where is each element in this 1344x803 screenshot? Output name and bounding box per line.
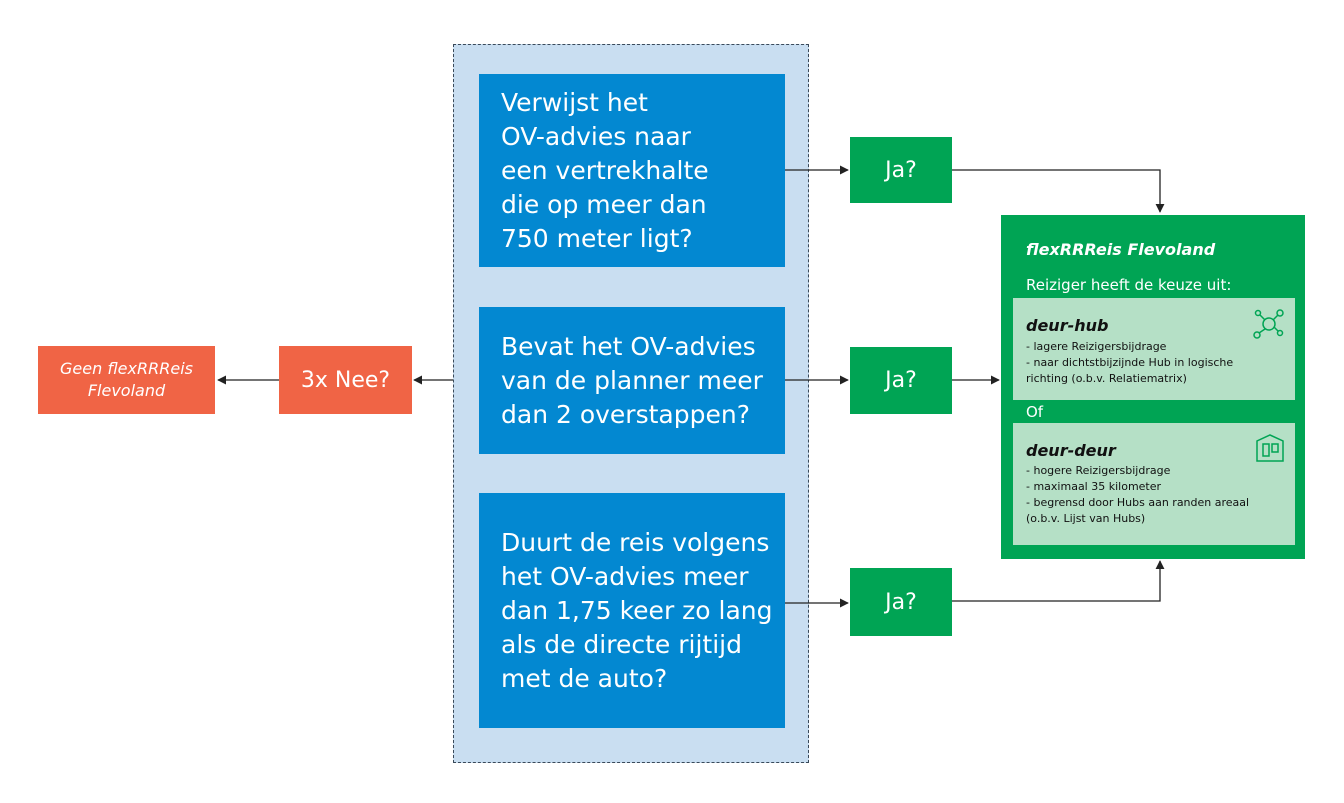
option-items: - hogere Reizigersbijdrage - maximaal 35…: [1026, 464, 1250, 525]
option-title: deur-hub: [1026, 316, 1109, 335]
no-box: 3x Nee?: [279, 346, 412, 414]
yes-box-2: Ja?: [850, 347, 952, 414]
question-box-2: Bevat het OV-advies van de planner meer …: [479, 307, 785, 454]
option-deur-hub: deur-hub - lagere Reizigersbijdrage - na…: [1013, 298, 1295, 400]
question-box-1: Verwijst het OV-advies naar een vertrekh…: [479, 74, 785, 267]
result-box: flexRRReis Flevoland Reiziger heeft de k…: [1001, 215, 1305, 559]
option-title: deur-deur: [1026, 441, 1116, 460]
arrow-yes3-result: [952, 560, 1165, 602]
option-deur-deur: deur-deur - hogere Reizigersbijdrage - m…: [1013, 423, 1295, 545]
network-icon: [1253, 309, 1284, 339]
yes-box-1: Ja?: [850, 137, 952, 203]
no-result-box: Geen flexRRReis Flevoland: [38, 346, 215, 414]
result-subtitle: Reiziger heeft de keuze uit:: [1026, 276, 1232, 294]
option-separator: Of: [1026, 403, 1044, 421]
arrow-yes1-result: [952, 169, 1165, 213]
yes-box-3: Ja?: [850, 568, 952, 636]
result-title: flexRRReis Flevoland: [1026, 240, 1216, 259]
question-box-3: Duurt de reis volgens het OV-advies meer…: [479, 493, 785, 728]
building-door-icon: [1256, 434, 1284, 462]
option-items: - lagere Reizigersbijdrage - naar dichts…: [1026, 340, 1234, 385]
